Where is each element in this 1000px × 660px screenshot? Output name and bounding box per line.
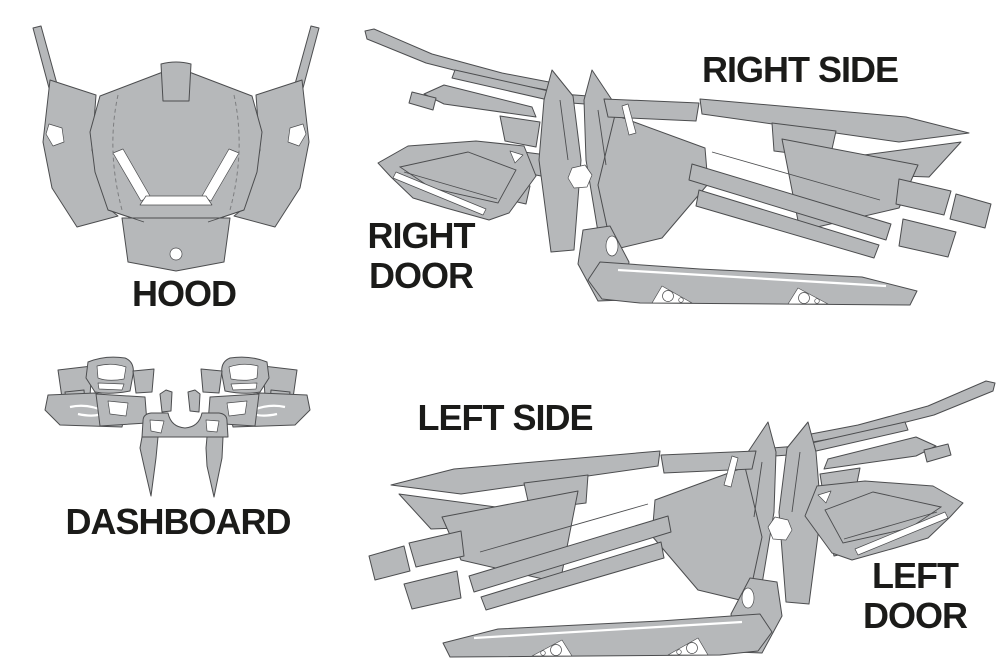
right-door-label-line2: DOOR [369, 254, 474, 296]
hood-label: HOOD [132, 273, 237, 314]
dashboard-label: DASHBOARD [65, 501, 292, 542]
dashboard-shape [44, 356, 312, 498]
left-door-shape [804, 480, 964, 561]
right-door-shape [377, 140, 537, 221]
right-side-label: RIGHT SIDE [701, 49, 899, 90]
right-door-label: RIGHT DOOR [356, 216, 486, 295]
right-door-label-line1: RIGHT [367, 215, 476, 256]
hood-shape [32, 25, 320, 272]
right-side-shape [364, 28, 992, 306]
left-side-label: LEFT SIDE [417, 397, 593, 438]
left-door-label-line1: LEFT [872, 555, 959, 596]
left-door-label: LEFT DOOR [850, 556, 980, 635]
left-door-label-line2: DOOR [863, 594, 968, 636]
